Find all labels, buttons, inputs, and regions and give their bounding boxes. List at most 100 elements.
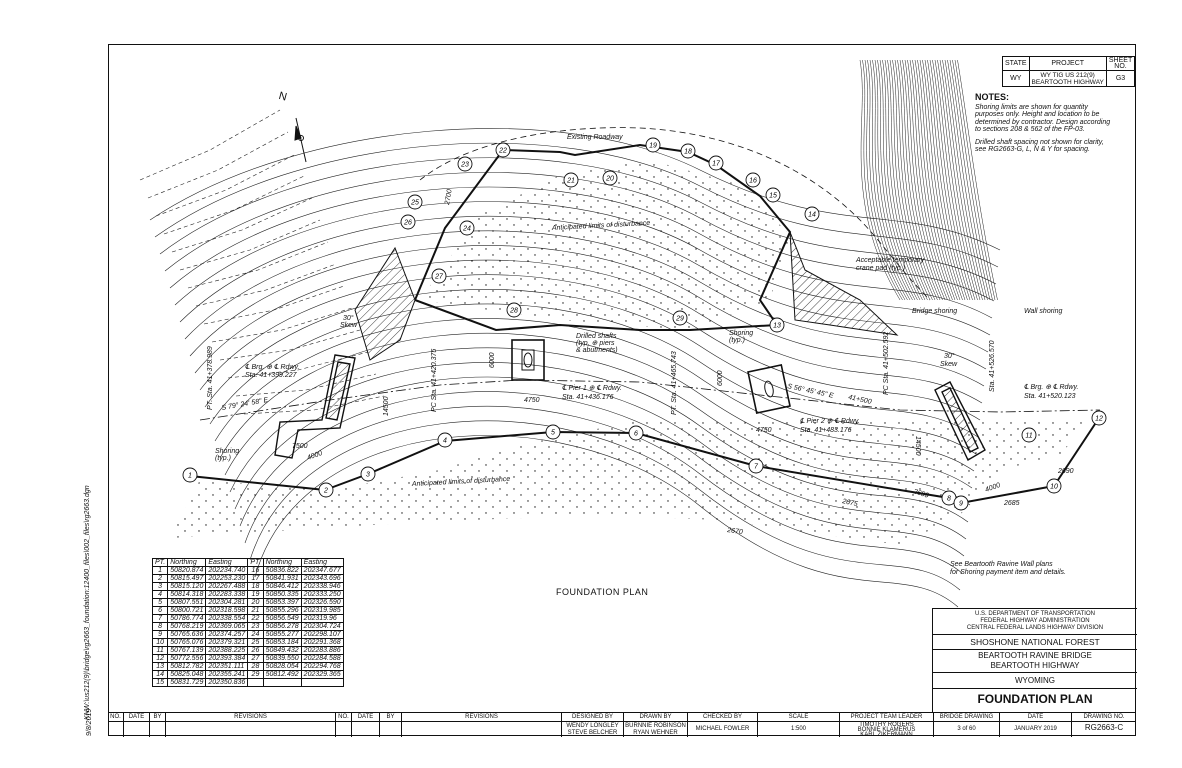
ravine-dot-fill bbox=[170, 420, 1090, 545]
coord-cell: 50839.550 bbox=[262, 654, 302, 663]
point-callout-number: 25 bbox=[410, 200, 419, 207]
point-callout-circle bbox=[1046, 478, 1062, 494]
point-callout-circle bbox=[431, 268, 447, 284]
coord-cell: 202267.488 bbox=[205, 582, 249, 591]
coord-cell: 202284.588 bbox=[300, 654, 344, 663]
contour-2680: 2680 bbox=[911, 488, 929, 500]
notes-title: NOTES: bbox=[975, 92, 1010, 102]
project-value: WY TIG US 212(9)BEARTOOTH HIGHWAY bbox=[1028, 70, 1107, 87]
contour-line bbox=[211, 307, 353, 343]
rev-desc-1: REVISIONS bbox=[166, 713, 336, 737]
coord-cell: 202304.724 bbox=[300, 622, 344, 631]
dept-line: U.S. DEPARTMENT OF TRANSPORTATION bbox=[975, 611, 1095, 617]
shoring-left-1: Shoring bbox=[215, 448, 239, 455]
note-line: to sections 208 & 562 of the FP-03. bbox=[975, 126, 1085, 133]
sta-far: Sta. 41+526.570 bbox=[989, 340, 996, 392]
contour-line bbox=[171, 197, 313, 253]
slope-line bbox=[954, 59, 996, 301]
coord-cell: 202253.230 bbox=[205, 574, 249, 583]
point-callout-circle bbox=[318, 482, 334, 498]
coord-cell: 50856.278 bbox=[262, 622, 302, 631]
sta-right: 41+500 bbox=[848, 394, 873, 406]
coord-cell: 50765.076 bbox=[167, 638, 207, 647]
upper-dot-fill bbox=[420, 160, 790, 330]
rev-date-2: DATE bbox=[352, 713, 380, 737]
coord-cell: 202351.111 bbox=[205, 662, 249, 671]
coord-cell: 19 bbox=[247, 590, 264, 599]
shoring-mid-1: Shoring bbox=[729, 330, 753, 337]
coord-cell: 202355.241 bbox=[205, 670, 249, 679]
dim-4750-b: 4750 bbox=[756, 427, 772, 434]
slope-line bbox=[937, 59, 978, 301]
dept-line: FEDERAL HIGHWAY ADMINISTRATION bbox=[980, 618, 1090, 624]
coord-cell: 27 bbox=[247, 654, 264, 663]
state-value: WY bbox=[1002, 70, 1030, 87]
pier-2-shaft bbox=[747, 363, 791, 415]
point-callout-number: 2 bbox=[323, 488, 328, 495]
point-callout-number: 7 bbox=[754, 464, 759, 471]
coord-cell: 50807.551 bbox=[167, 598, 207, 607]
sheet-title: FOUNDATION PLAN bbox=[977, 692, 1093, 706]
note-line: Shoring limits are shown for quantity bbox=[975, 103, 1088, 111]
point-callout-number: 10 bbox=[1050, 484, 1058, 491]
point-callout-number: 28 bbox=[509, 308, 518, 315]
coord-cell: 50815.120 bbox=[167, 582, 207, 591]
contour-line bbox=[155, 153, 297, 217]
coord-cell: 50800.721 bbox=[167, 606, 207, 615]
contour-line bbox=[163, 175, 305, 235]
slope-line bbox=[907, 59, 948, 301]
point-callout-number: 4 bbox=[443, 438, 447, 445]
point-callout-number: 23 bbox=[460, 162, 469, 169]
contour-2685: 2685 bbox=[1003, 500, 1020, 507]
contour-line bbox=[195, 263, 337, 307]
skew-right-1: 30° bbox=[944, 352, 955, 360]
disturbance-limit-upper bbox=[414, 143, 792, 332]
coord-cell: 23 bbox=[247, 622, 264, 631]
coord-cell: 202374.257 bbox=[205, 630, 249, 639]
slope-line bbox=[882, 59, 923, 301]
coord-cell: 50828.054 bbox=[262, 662, 302, 671]
slope-line bbox=[924, 59, 966, 301]
point-callout-number: 29 bbox=[675, 316, 684, 323]
coord-cell: 10 bbox=[151, 638, 169, 647]
pt-sta-left: PT. Sta. 41+378.989 bbox=[207, 346, 214, 410]
slope-line bbox=[929, 59, 971, 301]
slope-line bbox=[952, 59, 993, 301]
point-callout-number: 14 bbox=[808, 212, 816, 219]
coord-cell: 202294.768 bbox=[300, 662, 344, 671]
slope-line bbox=[944, 59, 986, 301]
point-callout-number: 22 bbox=[498, 148, 507, 155]
th-easting: Easting bbox=[300, 558, 344, 567]
point-callout-number: 27 bbox=[434, 274, 444, 281]
slope-line bbox=[947, 59, 988, 301]
coord-cell bbox=[247, 678, 264, 687]
slope-line bbox=[942, 59, 983, 301]
coord-cell: 26 bbox=[247, 646, 264, 655]
dim-4000: 4000 bbox=[306, 450, 323, 462]
coord-cell: 8 bbox=[151, 622, 169, 631]
slope-line bbox=[927, 59, 968, 301]
coordinate-table: PT. Northing Easting PT. Northing Eastin… bbox=[151, 558, 344, 687]
drilled-2: (typ. ⊕ piers bbox=[576, 340, 615, 347]
existing-roadway-label: Existing Roadway bbox=[567, 134, 623, 141]
pt-sta-mid: PT. Sta. 41+465.743 bbox=[671, 351, 678, 415]
contour-2690: 2690 bbox=[1057, 468, 1074, 475]
point-callout-circle bbox=[437, 432, 453, 448]
pier2-label-1: ℄ Pier 2 ⊕ ℄ Rdwy. bbox=[800, 417, 860, 425]
dim-4000-b: 4000 bbox=[984, 482, 1001, 494]
contour-line bbox=[243, 395, 385, 415]
slope-line bbox=[859, 59, 901, 301]
pier1-label-1: ℄ Pier 1 ⊕ ℄ Rdwy. bbox=[562, 384, 622, 392]
steep-slope-hatching bbox=[859, 59, 998, 301]
